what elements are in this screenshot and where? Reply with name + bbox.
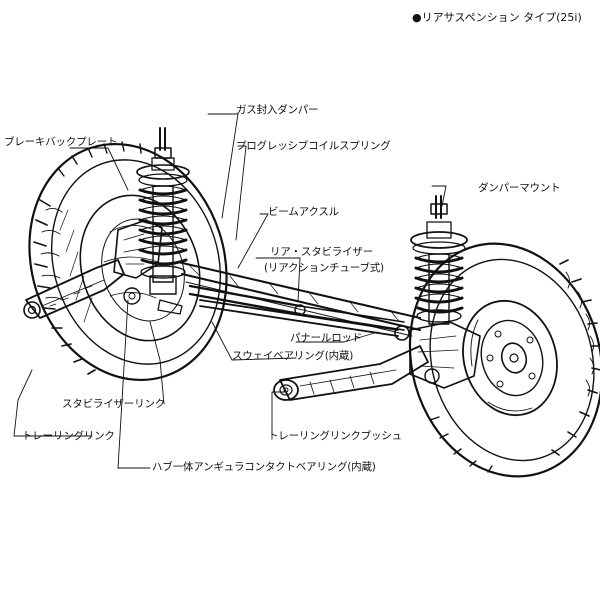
brake-back-plate — [79, 194, 201, 342]
label-trailing-link: トレーリングリンク — [22, 430, 115, 442]
label-gas-damper: ガス封入ダンパー — [236, 104, 319, 116]
right-knuckle — [409, 321, 481, 389]
label-beam-axle: ビームアクスル — [268, 206, 339, 218]
right-damper — [410, 195, 468, 325]
right-trailing-link — [273, 345, 429, 401]
label-rear-stabilizer: リア・スタビライザー — [270, 246, 373, 258]
label-sway-bearing: スウェイベアリング(内蔵) — [232, 350, 354, 362]
label-trailing-link-bush: トレーリングリンクブッシュ — [268, 430, 402, 442]
page-title: ●リアサスペンション タイプ(25i) — [412, 11, 582, 24]
left-damper — [136, 127, 190, 295]
label-panhard-rod: パナールロッド — [290, 332, 363, 344]
label-stabilizer-link: スタビライザーリンク — [62, 398, 165, 410]
label-reaction-tube: (リアクションチューブ式) — [264, 262, 384, 274]
left-trailing-link — [23, 259, 125, 319]
label-progressive-spring: プログレッシブコイルスプリング — [236, 140, 391, 152]
label-hub-bearing: ハブ一体アンギュラコンタクトベアリング(内蔵) — [152, 461, 376, 473]
leader-lines — [13, 113, 447, 469]
panhard-rod — [199, 299, 410, 341]
reaction-tube — [188, 284, 405, 331]
label-damper-mount: ダンパーマウント — [478, 182, 561, 194]
right-hub — [462, 299, 558, 417]
label-brake-back-plate: ブレーキバックプレート — [4, 136, 118, 148]
left-tire — [28, 141, 228, 382]
left-knuckle — [113, 219, 183, 315]
